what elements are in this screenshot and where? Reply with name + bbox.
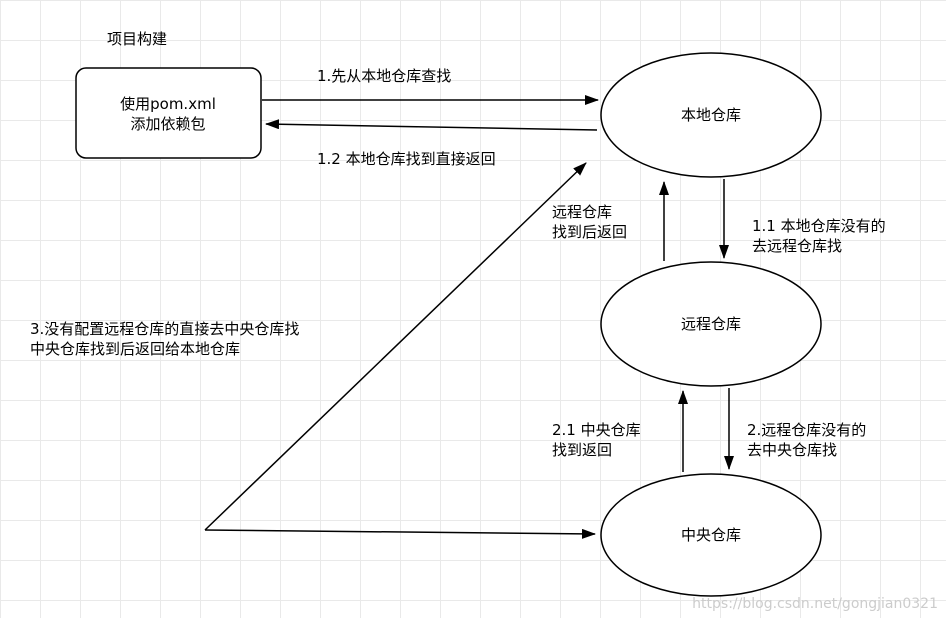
remote-repo-ellipse [600,261,822,387]
edge-label-step1-2: 1.2 本地仓库找到直接返回 [317,150,496,168]
pom-node-label: 使用pom.xml 添加依赖包 [120,94,216,133]
central-repo-label: 中央仓库 [680,525,742,544]
arrow-direct-to-central [204,528,596,539]
arrow-local-repo-return [265,119,598,131]
edge-label-remote-return: 远程仓库 找到后返回 [552,203,628,241]
arrow-central-return-to-local [204,162,587,531]
edge-label-step2-1: 2.1 中央仓库 找到返回 [552,421,641,459]
csdn-watermark: https://blog.csdn.net/gongjian0321 [692,596,938,612]
project-build-title: 项目构建 [107,30,168,48]
pom-node-box [75,67,262,159]
edge-label-step1-1: 1.1 本地仓库没有的 去远程仓库找 [752,217,886,255]
edge-label-step1: 1.先从本地仓库查找 [317,67,452,85]
central-repo-ellipse [600,473,822,597]
edge-label-step2: 2.远程仓库没有的 去中央仓库找 [747,421,867,459]
local-repo-label: 本地仓库 [680,105,742,124]
local-repo-ellipse [600,52,822,178]
remote-repo-label: 远程仓库 [680,314,742,333]
edge-label-step3: 3.没有配置远程仓库的直接去中央仓库找 中央仓库找到后返回给本地仓库 [30,320,300,358]
